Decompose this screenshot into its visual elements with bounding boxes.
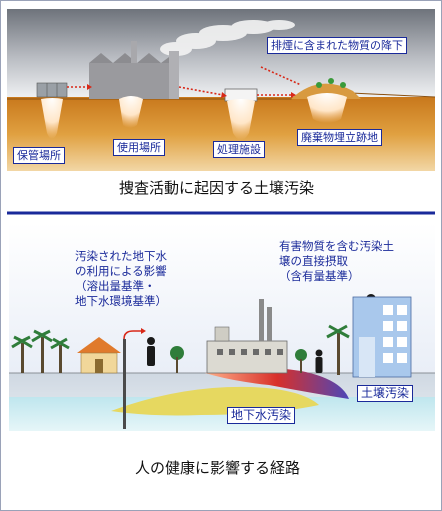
groundwater-use-line3: （溶出量基準・ (75, 279, 156, 293)
ingestion-line3: （含有量基準） (279, 269, 360, 283)
storage-drums (36, 82, 68, 98)
groundwater-use-line4: 地下水環境基準） (75, 294, 167, 308)
flow-arrows (67, 66, 302, 96)
bottom-factory (206, 299, 288, 374)
ingestion-line1: 有害物質を含む汚染土 (279, 239, 394, 253)
bottom-panel (9, 223, 435, 431)
landfill-label: 廃棄物埋立跡地 (297, 129, 382, 146)
ingestion-note: 有害物質を含む汚染土 壌の直接摂取 （含有量基準） (279, 239, 394, 284)
trees-middle (170, 346, 307, 373)
groundwater-contamination-label: 地下水汚染 (227, 407, 296, 424)
smoke-plume (160, 20, 295, 56)
use-label: 使用場所 (113, 139, 165, 156)
palm-tree-right (326, 324, 350, 375)
top-caption: 捜査活動に起因する土壌汚染 (119, 179, 315, 197)
treatment-label: 処理施設 (213, 141, 265, 158)
bottom-caption: 人の健康に影響する経路 (135, 459, 301, 477)
ingestion-line2: 壌の直接摂取 (279, 254, 348, 268)
groundwater-use-line2: の利用による影響 (75, 264, 167, 278)
soil-contamination-label: 土壌汚染 (357, 385, 414, 402)
storage-label: 保管場所 (13, 147, 65, 164)
soil-contamination (205, 367, 349, 399)
emission-label: 排煙に含まれた物質の降下 (267, 37, 407, 54)
house (77, 337, 121, 374)
well-pipe (123, 328, 146, 429)
groundwater-use-note: 汚染された地下水 の利用による影響 （溶出量基準・ 地下水環境基準） (75, 249, 167, 309)
palm-trees-left (11, 329, 70, 373)
factory (89, 41, 179, 99)
groundwater-use-line1: 汚染された地下水 (75, 249, 167, 263)
apartment-building (352, 296, 412, 378)
